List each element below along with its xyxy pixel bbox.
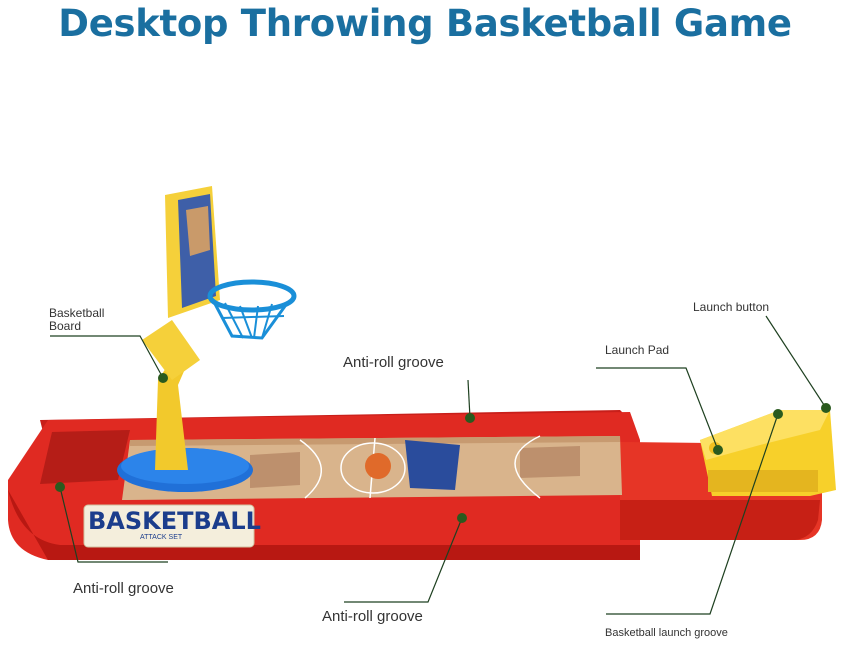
label-basketball-board-line1: Basketball xyxy=(49,306,105,320)
label-anti-roll-groove-top: Anti-roll groove xyxy=(343,354,444,371)
label-launch-pad: Launch Pad xyxy=(605,343,670,357)
label-anti-roll-groove-left: Anti-roll groove xyxy=(73,580,174,597)
brand-logo: BASKETBALL xyxy=(88,507,261,535)
label-basketball-board-line2: Board xyxy=(49,319,82,333)
label-anti-roll-groove-bottom: Anti-roll groove xyxy=(322,608,423,625)
label-launch-button: Launch button xyxy=(693,300,770,314)
brand-subtitle: ATTACK SET xyxy=(140,534,183,541)
page-title: Desktop Throwing Basketball Game xyxy=(58,2,792,45)
label-basketball-launch-groove: Basketball launch groove xyxy=(605,627,728,639)
